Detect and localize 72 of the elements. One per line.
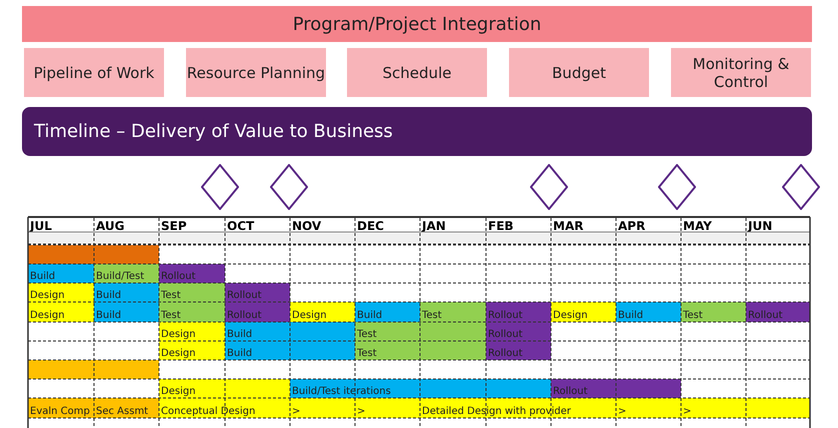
task-bar: Test [355, 341, 486, 360]
node-title: Pipeline of Work [34, 64, 154, 82]
header-band [22, 6, 812, 42]
category-box [671, 48, 811, 97]
node-title: Monitoring & Control [692, 54, 790, 90]
task-bar: Design [290, 302, 355, 322]
milestone-diamond [782, 164, 820, 210]
node-title: Resource Planning [186, 64, 326, 82]
task-bar: Design [551, 302, 616, 322]
timeline-banner [22, 107, 812, 156]
node-title: Timeline – Delivery of Value to Business [34, 121, 393, 142]
task-bar: > [616, 398, 681, 418]
task-bar: Build [355, 302, 420, 322]
task-bar: Rollout [486, 302, 551, 322]
task-bar: Design [159, 379, 290, 398]
task-bar: Test [420, 302, 486, 322]
task-bar [28, 360, 159, 379]
task-bar: Rollout [486, 322, 551, 341]
task-bar: Detailed Design with provider [420, 398, 616, 418]
task-bar: Build [28, 264, 94, 283]
task-bar: Build [616, 302, 681, 322]
milestone-diamond [530, 164, 568, 210]
month-header: JUN [748, 219, 772, 233]
task-bar: Test [159, 302, 225, 322]
task-bar: Build [225, 341, 355, 360]
task-bar: > [681, 398, 746, 418]
node-title: Budget [552, 64, 606, 82]
task-bar: Rollout [225, 302, 290, 322]
task-bar [746, 398, 810, 418]
task-bar: > [355, 398, 420, 418]
month-header: NOV [292, 219, 322, 233]
month-header: OCT [227, 219, 254, 233]
task-bar: Sec Assmt [94, 398, 159, 418]
task-bar: Build [225, 322, 355, 341]
node-title: Schedule [382, 64, 452, 82]
month-header: APR [618, 219, 646, 233]
task-bar: Test [159, 283, 225, 302]
task-bar: Design [28, 302, 94, 322]
node-title: Program/Project Integration [292, 14, 542, 34]
task-bar: Test [355, 322, 486, 341]
milestone-diamond [270, 164, 308, 210]
task-bar: Design [159, 322, 225, 341]
task-bar: Conceptual Design [159, 398, 290, 418]
month-header: MAY [683, 219, 712, 233]
month-header: JAN [422, 219, 446, 233]
month-header: FEB [488, 219, 514, 233]
task-bar: Rollout [746, 302, 810, 322]
month-header: MAR [553, 219, 584, 233]
category-box [186, 48, 326, 97]
task-bar: > [290, 398, 355, 418]
month-header: DEC [357, 219, 384, 233]
task-bar [28, 245, 159, 264]
month-header: JUL [30, 219, 52, 233]
milestone-diamond [658, 164, 696, 210]
task-bar: Rollout [551, 379, 681, 398]
task-bar: Test [681, 302, 746, 322]
task-bar: Build/Test iterations [290, 379, 551, 398]
category-box [24, 48, 164, 97]
category-box [347, 48, 487, 97]
month-header: SEP [161, 219, 187, 233]
task-bar: Evaln Comp [28, 398, 94, 418]
task-bar: Design [159, 341, 225, 360]
task-bar: Rollout [159, 264, 225, 283]
month-header: AUG [96, 219, 125, 233]
task-bar: Build [94, 302, 159, 322]
task-bar: Build [94, 283, 159, 302]
milestone-diamond [201, 164, 239, 210]
task-bar: Build/Test [94, 264, 159, 283]
task-bar: Rollout [225, 283, 290, 302]
task-bar: Design [28, 283, 94, 302]
task-bar: Rollout [486, 341, 551, 360]
category-box [509, 48, 649, 97]
